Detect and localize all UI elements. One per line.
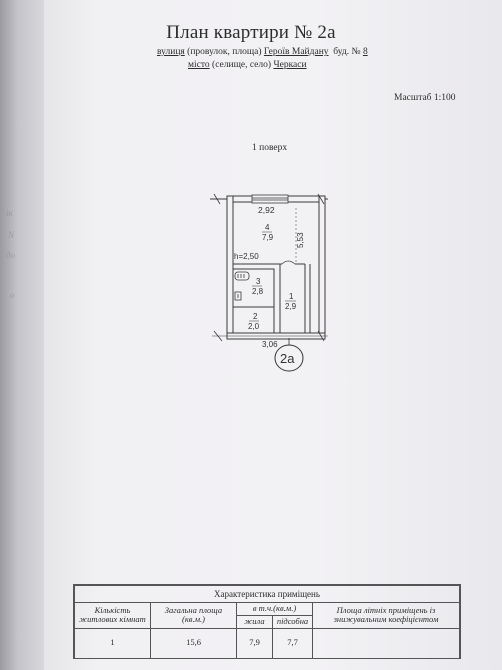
cell-total-area: 15,6 xyxy=(150,627,237,659)
city-kind-rest: (селище, село) xyxy=(212,60,272,70)
dim-top: 2,92 xyxy=(258,205,275,215)
cell-living: 7,9 xyxy=(236,627,273,659)
dim-right: 5,53 xyxy=(296,232,305,248)
room-4-area: 7,9 xyxy=(262,233,274,242)
wall-tick xyxy=(213,193,221,205)
floor-label: 1 поверх xyxy=(252,143,288,153)
ghost-mark: ік xyxy=(6,208,13,218)
header-living: жила xyxy=(236,614,273,629)
floor-plan: 2,92 4 7,9 5,53 h=2,50 3 2,8 1 2,9 2 2,0… xyxy=(210,193,328,372)
ghost-mark: о xyxy=(10,290,15,300)
adjacent-page-edge: ік N до о xyxy=(0,0,44,670)
room-height: h=2,50 xyxy=(234,252,259,261)
street-kind-rest: (провулок, площа) xyxy=(187,47,262,57)
building-number: 8 xyxy=(362,47,368,57)
window-top xyxy=(251,194,289,204)
header-rooms: Кількість житлових кімнат xyxy=(74,602,151,629)
interior-walls xyxy=(232,263,311,333)
ghost-mark: N xyxy=(8,230,15,240)
room-3-number: 3 xyxy=(256,277,261,286)
room-1-number: 1 xyxy=(289,292,294,301)
room-2-number: 2 xyxy=(253,312,258,321)
ghost-mark: до xyxy=(6,250,16,260)
header-summer-area: Площа літніх приміщень із знижувальним к… xyxy=(312,602,460,629)
address-street-line: вулиця (провулок, площа) Героїв Майдану … xyxy=(157,47,368,57)
page-title: План квартири № 2а xyxy=(166,22,336,43)
header-auxiliary: підсобна xyxy=(272,614,313,629)
table-caption: Характеристика приміщень xyxy=(74,585,460,603)
cell-auxiliary: 7,7 xyxy=(272,627,313,659)
apartment-tag: 2а xyxy=(280,351,295,366)
room-1-area: 2,9 xyxy=(285,302,297,311)
door-swing xyxy=(281,260,296,265)
bathtub-icon xyxy=(234,271,250,281)
toilet-icon xyxy=(234,291,242,301)
city-name: Черкаси xyxy=(273,60,307,70)
wall-tick xyxy=(317,193,325,205)
scale-label: Масштаб 1:100 xyxy=(394,93,456,103)
premises-table: Характеристика приміщень Кількість житло… xyxy=(73,584,461,659)
cell-summer-area xyxy=(312,627,460,659)
cell-rooms: 1 xyxy=(74,627,151,659)
dim-bottom: 3,06 xyxy=(262,340,278,349)
header-including: в т.ч.(кв.м.) xyxy=(236,602,313,616)
room-3-area: 2,8 xyxy=(252,287,264,296)
room-4-number: 4 xyxy=(265,223,270,232)
street-name: Героїв Майдану xyxy=(263,47,329,57)
building-label: буд. № xyxy=(333,47,361,57)
street-kind-label: вулиця xyxy=(157,47,185,57)
address-city-line: місто (селище, село) Черкаси xyxy=(188,60,307,70)
city-kind-label: місто xyxy=(188,60,210,70)
header-total-area: Загальна площа (кв.м.) xyxy=(150,602,237,629)
room-2-area: 2,0 xyxy=(248,322,260,331)
